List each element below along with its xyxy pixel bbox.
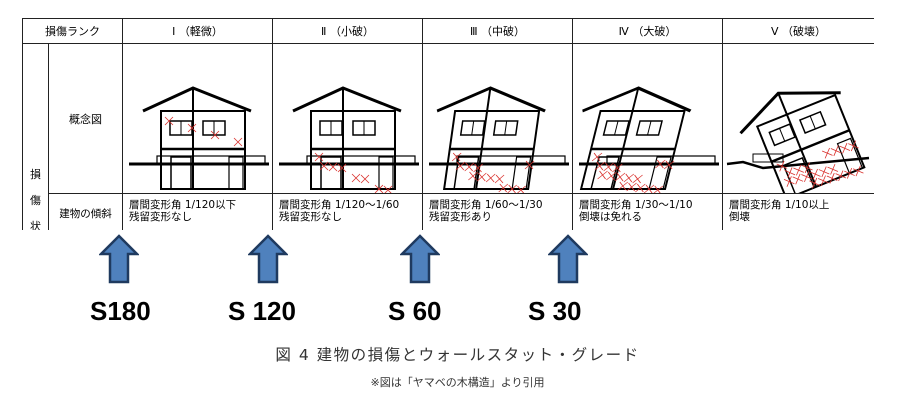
residual: 倒壊 xyxy=(729,211,750,223)
damage-rank-table: 損傷ランク Ⅰ （軽微） Ⅱ （小破） Ⅲ （中破） Ⅳ （大破） Ⅴ （破壊）… xyxy=(22,18,874,230)
house-illustration-5 xyxy=(722,43,874,194)
header-damage-rank: 損傷ランク xyxy=(22,18,123,44)
residual: 倒壊は免れる xyxy=(579,211,642,223)
header-rank-3: Ⅲ （中破） xyxy=(422,18,573,44)
residual: 残留変形あり xyxy=(429,211,492,223)
up-arrow-icon xyxy=(248,234,288,284)
house-icon xyxy=(579,86,719,193)
header-rank-2: Ⅱ （小破） xyxy=(272,18,423,44)
house-icon xyxy=(279,86,419,193)
tilt-angle: 層間変形角 1/60～1/30 xyxy=(429,199,543,211)
house-icon xyxy=(129,86,269,190)
tilt-angle: 層間変形角 1/120～1/60 xyxy=(279,199,400,211)
house-illustration-2 xyxy=(272,43,423,194)
house-illustration-3 xyxy=(422,43,573,194)
tilt-angle: 層間変形角 1/30～1/10 xyxy=(579,199,693,211)
tilt-angle: 層間変形角 1/10以上 xyxy=(729,199,830,211)
figure-source-note: ※図は「ヤマベの木構造」より引用 xyxy=(370,376,545,389)
side-label-damage-status: 損 傷 状 況 xyxy=(22,43,49,230)
residual: 残留変形なし xyxy=(279,211,342,223)
header-rank-4: Ⅳ （大破） xyxy=(572,18,723,44)
up-arrow-icon xyxy=(400,234,440,284)
grade-label-s180: S180 xyxy=(90,296,151,326)
tilt-cell-5: 層間変形角 1/10以上倒壊 xyxy=(722,193,874,230)
house-illustration-1 xyxy=(122,43,273,194)
row-label-tilt: 建物の傾斜 xyxy=(48,193,123,230)
tilt-cell-1: 層間変形角 1/120以下残留変形なし xyxy=(122,193,273,230)
side-char: 状 xyxy=(30,220,41,230)
row-label-concept: 概念図 xyxy=(48,43,123,194)
grade-label-s30: S 30 xyxy=(528,296,582,326)
grade-label-s120: S 120 xyxy=(228,296,296,326)
tilt-angle: 層間変形角 1/120以下 xyxy=(129,199,237,211)
figure-caption: 図 4 建物の損傷とウォールスタット・グレード xyxy=(275,346,640,364)
side-char: 損 xyxy=(30,168,41,181)
house-icon xyxy=(726,91,870,193)
header-rank-5: Ⅴ （破壊） xyxy=(722,18,874,44)
up-arrow-icon xyxy=(548,234,588,284)
house-icon xyxy=(429,86,569,193)
side-char: 傷 xyxy=(30,194,41,207)
residual: 残留変形なし xyxy=(129,211,192,223)
up-arrow-icon xyxy=(99,234,139,284)
grade-label-s60: S 60 xyxy=(388,296,442,326)
header-rank-1: Ⅰ （軽微） xyxy=(122,18,273,44)
house-illustration-4 xyxy=(572,43,723,194)
